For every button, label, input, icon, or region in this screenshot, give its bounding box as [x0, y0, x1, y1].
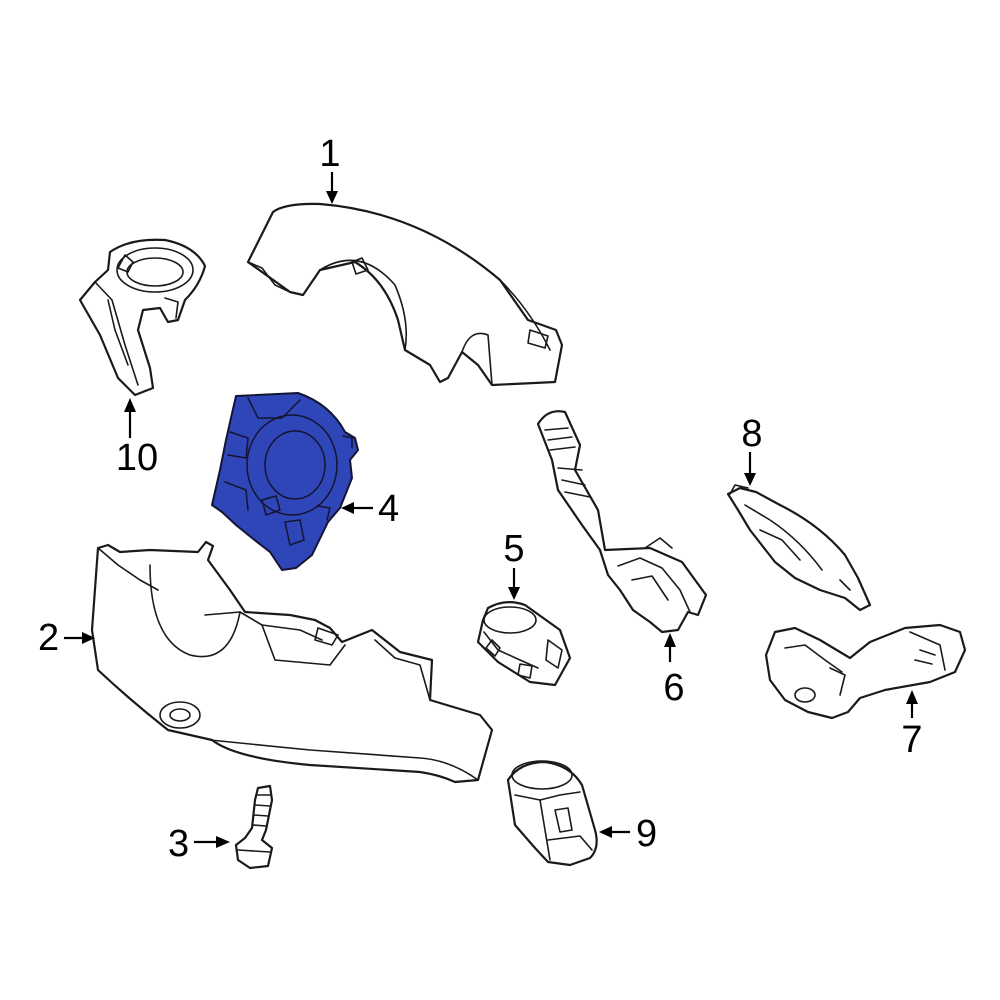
- callout-label-7: 7: [901, 719, 922, 761]
- callout-9: 9: [599, 813, 657, 855]
- callout-3: 3: [168, 823, 230, 865]
- callout-label-1: 1: [319, 133, 340, 175]
- part-8-small-switch[interactable]: [726, 484, 872, 612]
- callout-1: 1: [319, 133, 341, 204]
- callout-label-2: 2: [38, 617, 59, 659]
- part-10-bracket-ring[interactable]: [78, 238, 207, 397]
- arrowhead-5: [508, 587, 520, 600]
- arrowhead-2: [82, 632, 95, 644]
- part-2-lower-shroud[interactable]: [90, 540, 494, 784]
- callout-6: 6: [663, 633, 685, 709]
- arrowhead-1: [326, 191, 338, 204]
- part-5-switch[interactable]: [476, 601, 572, 687]
- part-7-right-stalk[interactable]: [764, 623, 967, 720]
- callout-label-6: 6: [663, 667, 684, 709]
- callout-label-10: 10: [116, 437, 158, 479]
- arrowhead-3: [216, 836, 230, 848]
- callout-4: 4: [341, 488, 399, 530]
- callout-7: 7: [901, 690, 923, 761]
- part-1-upper-shroud[interactable]: [246, 202, 564, 387]
- callout-label-5: 5: [503, 528, 524, 570]
- callout-label-3: 3: [168, 823, 189, 865]
- part-9-lock-cylinder[interactable]: [506, 760, 598, 867]
- part-6-left-stalk[interactable]: [536, 410, 708, 634]
- callout-2: 2: [38, 617, 95, 659]
- part-4-clockspring[interactable]: [211, 392, 359, 571]
- arrowhead-9: [599, 826, 612, 838]
- arrowhead-7: [906, 690, 918, 704]
- callout-label-4: 4: [378, 488, 399, 530]
- arrowhead-6: [664, 633, 676, 647]
- callout-label-8: 8: [741, 413, 762, 455]
- callout-5: 5: [503, 528, 525, 600]
- arrowhead-8: [744, 473, 756, 486]
- callout-8: 8: [741, 413, 763, 486]
- part-3-bolt[interactable]: [234, 784, 274, 870]
- callout-label-9: 9: [636, 813, 657, 855]
- arrowhead-10: [124, 398, 136, 412]
- callout-10: 10: [116, 398, 158, 479]
- arrowhead-4: [341, 502, 354, 514]
